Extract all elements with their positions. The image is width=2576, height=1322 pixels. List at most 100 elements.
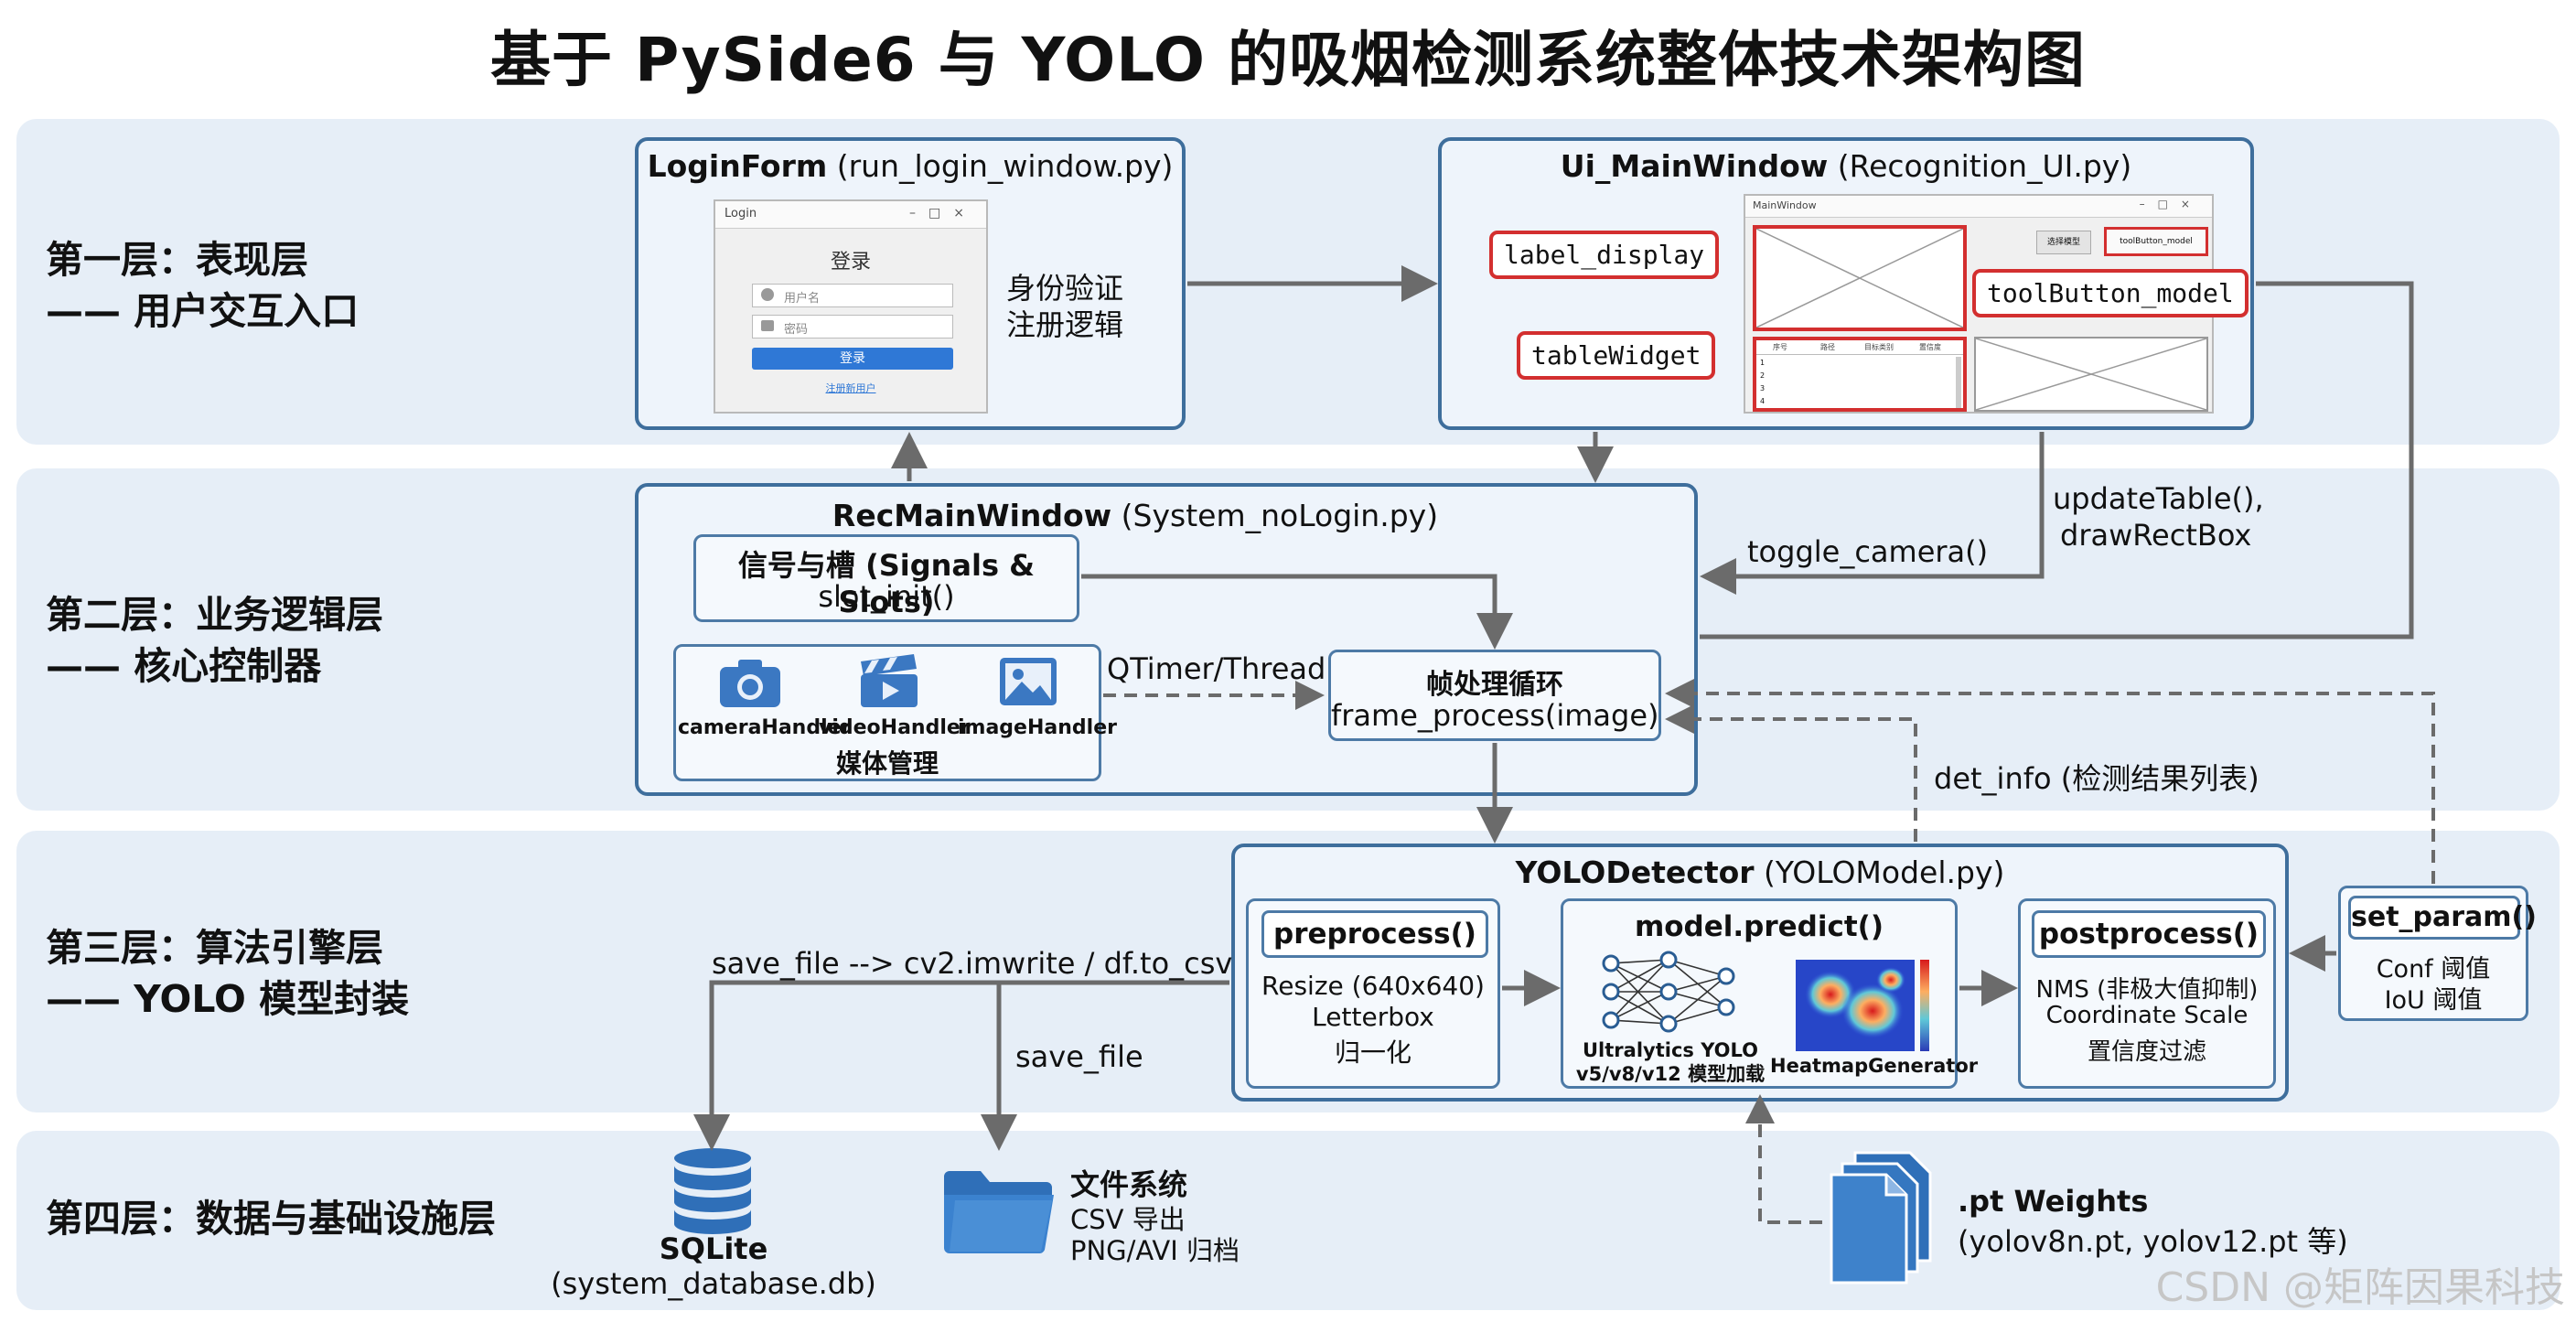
save-file-long-label: save_file --> cv2.imwrite / df.to_csv (712, 946, 1233, 981)
conf-threshold-text: Conf 阈值 (2376, 955, 2491, 983)
arrow-signals-to-frame (1081, 574, 1513, 650)
layer-4-label: 第四层：数据与基础设施层 (46, 1197, 496, 1241)
window-controls-icon: –□× (909, 206, 977, 220)
tablewidget-callout: tableWidget (1517, 331, 1716, 380)
table-header-row: 序号 路径 目标类别 置信度 (1756, 340, 1963, 355)
folder-icon (944, 1171, 1054, 1253)
postprocess-line: NMS (非极大值抑制) (2035, 976, 2259, 1004)
preprocess-line: Letterbox (1312, 1002, 1434, 1032)
postprocess-line: Coordinate Scale (2045, 1002, 2249, 1029)
yolodetector-title: YOLODetector (YOLOModel.py) (1515, 854, 2005, 890)
lock-icon (761, 320, 774, 331)
set-param-title-box: set_param() (2348, 896, 2537, 940)
layer-band-4 (16, 1131, 2560, 1310)
layer-3-label: 第三层：算法引擎层 —— YOLO 模型封装 (46, 926, 410, 1021)
draw-rect-box-label: drawRectBox (2060, 518, 2252, 553)
username-field[interactable]: 用户名 (752, 284, 953, 307)
table-row: 3 (1760, 384, 1766, 392)
loginform-box: LoginForm (run_login_window.py) Login –□… (635, 137, 1186, 430)
video-clapper-icon (861, 654, 918, 707)
login-window-mock: Login –□× 登录 用户名 密码 登录 注册新用户 (714, 199, 988, 414)
sqlite-title: SQLite (659, 1231, 768, 1266)
save-file-label: save_file (1015, 1039, 1143, 1074)
preprocess-line: 归一化 (1334, 1037, 1411, 1068)
video-handler-label: videoHandler (819, 716, 971, 739)
table-widget-mock: 序号 路径 目标类别 置信度 1 2 3 4 (1753, 337, 1967, 412)
model-predict-title: model.predict() (1634, 910, 1884, 943)
user-icon (761, 288, 774, 301)
frame-process-box: 帧处理循环 frame_process(image) (1328, 650, 1661, 741)
watermark: CSDN @矩阵因果科技 (2155, 1264, 2565, 1311)
iou-threshold-text: IoU 阈值 (2384, 986, 2483, 1015)
weights-title: .pt Weights (1958, 1184, 2149, 1219)
arrow-setparam-to-frame (1665, 679, 2435, 884)
camera-icon (720, 660, 780, 707)
arrow-update-table (1700, 281, 2414, 640)
label-display-callout: label_display (1489, 231, 1720, 279)
qtimer-thread-label: QTimer/Thread (1107, 651, 1326, 686)
arrow-save-to-sqlite (693, 980, 1229, 1151)
login-button[interactable]: 登录 (752, 348, 953, 370)
arrow-toggle-camera (1700, 432, 2045, 595)
model-predict-box: model.predict() (1561, 898, 1979, 1089)
result-image-placeholder (1974, 337, 2208, 412)
set-param-box: set_param() Conf 阈值 IoU 阈值 (2338, 886, 2537, 1021)
image-handler-label: imageHandler (958, 716, 1117, 739)
register-link[interactable]: 注册新用户 (825, 382, 876, 394)
ui-mainwindow-title: Ui_MainWindow (Recognition_UI.py) (1560, 148, 2132, 184)
select-model-button[interactable]: 选择模型 (2036, 231, 2091, 254)
password-field[interactable]: 密码 (752, 315, 953, 339)
database-icon (674, 1148, 751, 1234)
filesystem-line: PNG/AVI 归档 (1070, 1235, 1240, 1266)
main-window-mock: MainWindow –□× 选择模型 toolButton_model 序号 … (1744, 194, 2214, 414)
placeholder-cross-icon (1755, 228, 1964, 328)
frame-process-text: frame_process(image) (1331, 698, 1659, 733)
toolbutton-model-callout: toolButton_model (1972, 269, 2249, 317)
preprocess-line: Resize (640x640) (1261, 971, 1485, 1001)
weights-subtitle: (yolov8n.pt, yolov12.pt 等) (1958, 1224, 2348, 1259)
update-table-label: updateTable(), (2053, 481, 2264, 516)
image-icon (1000, 658, 1057, 705)
diagram-title: 基于 PySide6 与 YOLO 的吸烟检测系统整体技术架构图 (490, 25, 2086, 95)
arrow-det-info (1665, 704, 1917, 842)
frame-loop-title: 帧处理循环 (1426, 669, 1563, 701)
login-heading: 登录 (830, 251, 871, 274)
neural-network-icon (1602, 951, 1735, 1033)
signals-slots-box: 信号与槽 (Signals & Slots) slot_init() (693, 534, 1079, 622)
label-display-placeholder (1753, 225, 1967, 331)
filesystem-line: CSV 导出 (1070, 1204, 1186, 1235)
slot-init-text: slot_init() (818, 579, 955, 614)
table-row: 1 (1760, 359, 1766, 367)
preprocess-box: preprocess() Resize (640x640) Letterbox … (1246, 898, 1500, 1089)
placeholder-cross-icon (1975, 338, 2207, 411)
media-management-label: 媒体管理 (835, 748, 939, 779)
toolbutton-model-mini[interactable]: toolButton_model (2104, 227, 2208, 256)
table-row: 4 (1760, 397, 1766, 405)
table-scrollbar[interactable] (1956, 357, 1961, 408)
table-row: 2 (1760, 371, 1766, 380)
main-window-titlebar: MainWindow –□× (1745, 196, 2212, 218)
sqlite-subtitle: (system_database.db) (551, 1266, 876, 1301)
layer-2-label: 第二层：业务逻辑层 —— 核心控制器 (46, 593, 383, 688)
login-desc-2: 注册逻辑 (1006, 307, 1124, 342)
heatmap-generator-label: HeatmapGenerator (1770, 1055, 1979, 1077)
login-desc-1: 身份验证 (1006, 271, 1124, 306)
postprocess-line: 置信度过滤 (2087, 1038, 2206, 1066)
window-controls-icon: –□× (2139, 198, 2203, 210)
postprocess-title-box: postprocess() (2032, 910, 2266, 958)
recmainwindow-title: RecMainWindow (System_noLogin.py) (832, 498, 1439, 533)
preprocess-title-box: preprocess() (1261, 910, 1488, 958)
det-info-label: det_info (检测结果列表) (1934, 761, 2259, 796)
filesystem-title: 文件系统 (1070, 1167, 1188, 1202)
weights-files-icon (1830, 1151, 1932, 1284)
arrow-weights-to-predict (1745, 1094, 1822, 1224)
signals-slots-title: 信号与槽 (Signals & Slots) (737, 548, 1036, 619)
ultralytics-label: Ultralytics YOLO v5/v8/v12 模型加载 (1575, 1039, 1766, 1085)
login-window-titlebar: Login –□× (715, 201, 986, 229)
media-management-box: cameraHandler videoHandler imageHandler … (673, 644, 1117, 781)
postprocess-box: postprocess() NMS (非极大值抑制) Coordinate Sc… (2018, 898, 2276, 1089)
layer-1-label: 第一层：表现层 —— 用户交互入口 (46, 238, 360, 333)
toggle-camera-label: toggle_camera() (1747, 534, 1989, 569)
loginform-title: LoginForm (run_login_window.py) (647, 148, 1174, 184)
